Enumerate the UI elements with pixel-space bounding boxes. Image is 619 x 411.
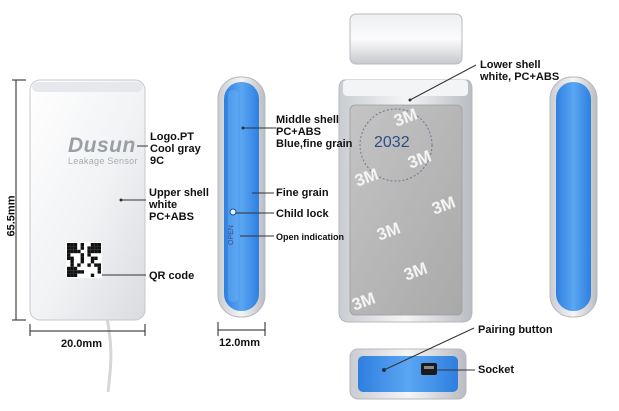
qr-module (94, 243, 98, 247)
front-subtitle: Leakage Sensor (68, 156, 138, 166)
qr-module (70, 249, 74, 254)
adhesive-tape (349, 104, 463, 316)
qr-module (80, 253, 84, 257)
front-logo: Dusun (68, 134, 136, 157)
qr-module (73, 246, 78, 250)
qr-module (97, 263, 101, 267)
qr-module (67, 253, 71, 257)
qr-module (94, 246, 98, 250)
qr-module (80, 246, 84, 250)
qr-module (90, 273, 95, 277)
qr-module (94, 249, 98, 254)
qr-module (70, 266, 74, 271)
battery-cover (359, 108, 433, 182)
qr-module (70, 270, 74, 274)
front-top-rim (32, 82, 143, 92)
qr-module (67, 249, 71, 254)
qr-module (97, 270, 101, 274)
side-blue-band (224, 82, 259, 311)
qr-module (97, 266, 101, 271)
qr-module (87, 249, 91, 254)
qr-module (67, 246, 71, 250)
qr-module (73, 266, 78, 271)
qr-module (80, 260, 84, 264)
qr-module (87, 246, 91, 250)
qr-module (67, 266, 71, 271)
socket-pins (424, 366, 434, 369)
label-socket: Socket (478, 364, 515, 376)
qr-module (70, 263, 74, 267)
qr-module (97, 243, 101, 247)
top-cap (349, 13, 463, 65)
qr-module (77, 249, 81, 254)
label-upper-shell: Upper shell white PC+ABS (149, 187, 209, 223)
qr-module (90, 246, 95, 250)
side-width-dim-label: 12.0mm (219, 337, 260, 349)
qr-module (90, 256, 95, 260)
qr-module (70, 256, 74, 260)
qr-module (67, 270, 71, 274)
label-qr-code: QR code (149, 270, 195, 282)
qr-module (90, 260, 95, 264)
qr-module (80, 243, 84, 247)
bottom-blue (358, 356, 458, 392)
qr-module (77, 263, 81, 267)
label-lower-shell: Lower shell white, PC+ABS (480, 59, 560, 83)
qr-module (70, 260, 74, 264)
qr-module (67, 256, 71, 260)
label-child-lock: Child lock (276, 208, 329, 220)
qr-module (90, 249, 95, 254)
right-side-blue-band (556, 82, 591, 311)
qr-module (97, 246, 101, 250)
qr-module (73, 243, 78, 247)
qr-module (70, 273, 74, 277)
qr-module (87, 263, 91, 267)
qr-module (70, 246, 74, 250)
qr-module (73, 273, 78, 277)
label-fine-grain: Fine grain (276, 187, 329, 199)
qr-module (77, 270, 81, 274)
leader-pairing-button (383, 327, 475, 371)
qr-module (94, 263, 98, 267)
qr-code (66, 242, 102, 278)
label-open-indication: Open indication (276, 232, 345, 242)
side-inner-highlight (228, 90, 238, 302)
qr-module (94, 256, 98, 260)
qr-module (73, 249, 78, 254)
qr-module (73, 270, 78, 274)
cable (105, 317, 113, 393)
back-top-rim (343, 80, 468, 96)
front-width-dim-label: 20.0mm (61, 338, 102, 350)
qr-module (67, 243, 71, 247)
qr-module (87, 253, 91, 257)
qr-module (90, 243, 95, 247)
qr-module (80, 256, 84, 260)
qr-module (80, 270, 84, 274)
battery-code: 2032 (374, 134, 410, 151)
child-lock-icon (229, 208, 237, 216)
qr-module (70, 243, 74, 247)
label-logo-pt: Logo.PT Cool gray 9C (150, 131, 201, 167)
label-pairing-button: Pairing button (478, 324, 553, 336)
leader-lower-shell (409, 64, 477, 101)
qr-module (67, 273, 71, 277)
qr-module (97, 249, 101, 254)
open-indication-text: OPEN (228, 225, 235, 245)
height-dim-label: 65.5mm (5, 195, 18, 237)
label-middle-shell: Middle shell PC+ABS Blue,fine grain (276, 114, 353, 150)
